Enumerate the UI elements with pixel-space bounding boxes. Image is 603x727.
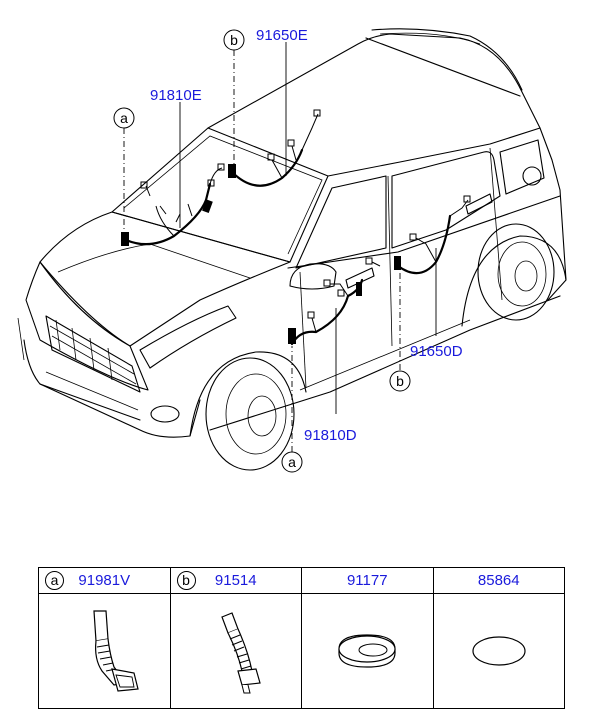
parts-table-header-3: 91177 bbox=[301, 567, 434, 594]
callout-b-top: b bbox=[223, 29, 245, 51]
parts-table-cell-a bbox=[38, 593, 171, 709]
wiring-diagram: a b b a 91650E 91810E 91650D 91810D bbox=[17, 27, 567, 473]
part-number-91177: 91177 bbox=[346, 571, 388, 589]
parts-table-image-row bbox=[38, 593, 565, 709]
label-91650d: 91650D bbox=[410, 343, 463, 360]
label-91810d: 91810D bbox=[304, 427, 357, 444]
label-91810e: 91810E bbox=[150, 87, 202, 104]
parts-table-header-a: a 91981V bbox=[38, 567, 171, 594]
harness-91810e bbox=[121, 163, 225, 246]
oval-plug-grommet-icon bbox=[338, 633, 396, 668]
parts-table-cell-4 bbox=[432, 593, 565, 709]
svg-text:a: a bbox=[288, 454, 296, 470]
rubber-grommet-boot-icon bbox=[93, 609, 140, 692]
parts-table-header-row: a 91981V b 91514 91177 85864 bbox=[38, 567, 565, 594]
callout-a-bottom: a bbox=[281, 451, 303, 473]
parts-table-header-4: 85864 bbox=[432, 567, 565, 594]
part-number-85864: 85864 bbox=[477, 571, 520, 589]
leader-lines bbox=[123, 42, 437, 452]
parts-table-cell-3 bbox=[301, 593, 434, 709]
harness-91810d bbox=[288, 278, 364, 346]
callout-a-top: a bbox=[113, 107, 135, 129]
part-number-91514: 91514 bbox=[214, 571, 257, 589]
corrugated-tube-grommet-icon bbox=[220, 611, 261, 693]
vehicle-outline bbox=[17, 28, 567, 471]
parts-table-cell-b bbox=[169, 593, 302, 709]
svg-text:b: b bbox=[230, 32, 238, 48]
callout-a-badge: a bbox=[45, 571, 64, 590]
harness-91650e bbox=[228, 109, 321, 187]
harness-91650d bbox=[365, 195, 471, 275]
parts-table: a 91981V b 91514 91177 85864 bbox=[38, 567, 565, 709]
svg-text:a: a bbox=[120, 110, 128, 126]
callout-b-badge: b bbox=[176, 571, 196, 590]
part-number-91981v: 91981V bbox=[78, 571, 131, 589]
label-91650e: 91650E bbox=[256, 27, 308, 44]
svg-text:b: b bbox=[396, 373, 404, 389]
parts-table-header-b: b 91514 bbox=[169, 567, 302, 594]
callout-b-bottom: b bbox=[389, 370, 411, 392]
oval-pad-icon bbox=[472, 635, 526, 666]
